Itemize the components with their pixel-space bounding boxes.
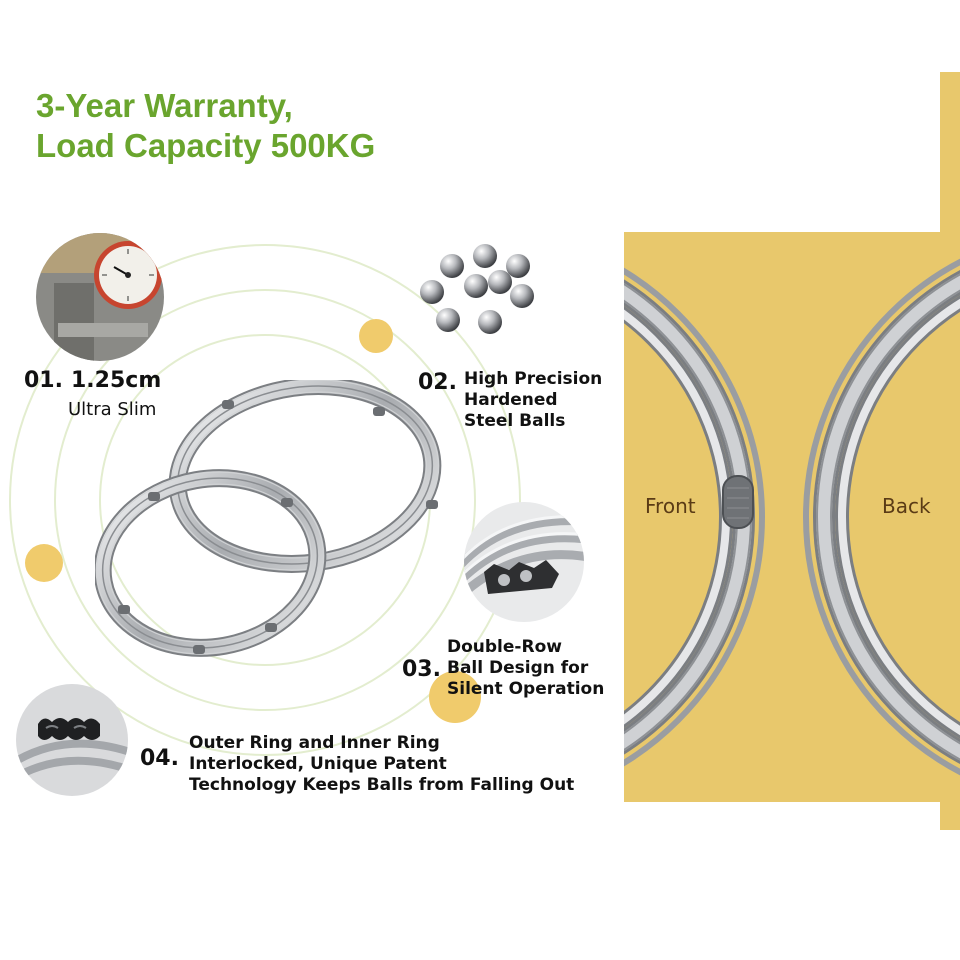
back-label: Back: [882, 494, 931, 518]
feature-03-number: 03.: [402, 657, 441, 682]
feature-04-number: 04.: [140, 746, 179, 771]
feature-03-line-1: Double-Row: [447, 637, 562, 657]
feature-01-number: 01.: [24, 368, 63, 393]
front-back-comparison-panel: [624, 232, 960, 802]
page-title: 3-Year Warranty, Load Capacity 500KG: [36, 86, 375, 166]
feature-04-line-3: Technology Keeps Balls from Falling Out: [189, 775, 575, 795]
feature-02-line-3: Steel Balls: [464, 411, 566, 431]
title-line-2: Load Capacity 500KG: [36, 127, 376, 164]
title-line-1: 3-Year Warranty,: [36, 87, 293, 124]
feature-01-description: Ultra Slim: [68, 399, 156, 420]
dial-gauge-icon: [36, 233, 164, 361]
front-label: Front: [645, 494, 696, 518]
interlock-profile-icon: [16, 684, 128, 796]
feature-01-headline: 1.25cm: [71, 368, 162, 393]
feature-04-line-2: Interlocked, Unique Patent: [189, 754, 447, 774]
feature-04-description: Outer Ring and Inner Ring Interlocked, U…: [189, 733, 574, 796]
bearing-rings-image: [95, 380, 442, 657]
decor-dot: [429, 671, 481, 723]
feature-03-line-2: Ball Design for: [447, 658, 589, 678]
feature-01-line-1: Ultra Slim: [68, 399, 157, 420]
ring-cross-section-icon: [464, 502, 584, 622]
steel-balls-icon: [420, 244, 534, 334]
feature-02-number: 02.: [418, 370, 457, 395]
decor-dot: [359, 319, 393, 353]
feature-02-description: High Precision Hardened Steel Balls: [464, 369, 602, 432]
panel-top-accent: [940, 72, 960, 242]
feature-03-line-3: Silent Operation: [447, 679, 605, 699]
decor-dot: [25, 544, 63, 582]
feature-03-description: Double-Row Ball Design for Silent Operat…: [447, 637, 604, 700]
feature-02-line-1: High Precision: [464, 369, 603, 389]
feature-02-line-2: Hardened: [464, 390, 558, 410]
feature-04-line-1: Outer Ring and Inner Ring: [189, 733, 440, 753]
